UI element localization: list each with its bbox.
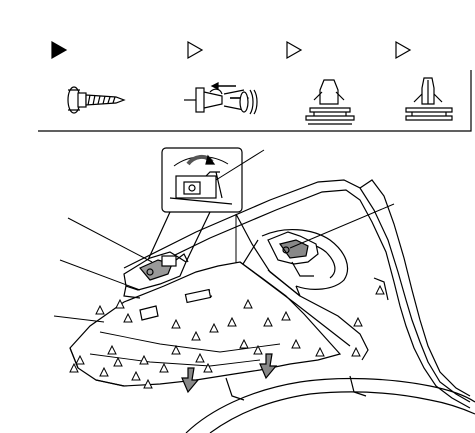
removal-arrows (181, 353, 278, 394)
callout-leaders (53, 149, 395, 323)
rear-body-lower (185, 377, 475, 433)
panel-clip-markers (69, 284, 385, 389)
outline-triangle-marker-3 (395, 40, 412, 60)
legend-frame (38, 70, 472, 132)
trunk-lid-outer (123, 179, 471, 403)
push-clip-removal-icon (184, 82, 258, 115)
outline-triangle-marker-2 (286, 40, 303, 60)
detail-inset (147, 147, 243, 263)
removal-arrow-left (181, 367, 200, 394)
leader-right-upper (289, 203, 395, 249)
removal-arrow-right (259, 353, 278, 380)
fastener-legend (38, 40, 472, 132)
leader-left-upper (67, 217, 153, 263)
filled-triangle-marker (51, 40, 68, 60)
latch-mechanism-left (123, 251, 189, 299)
screw-bolt-icon (67, 86, 126, 114)
trim-panel-outline (69, 261, 342, 387)
trim-clip-side-view-icon (405, 77, 453, 121)
inset-connector (147, 211, 211, 263)
leader-left-lower (53, 315, 105, 323)
inner-frame-opening (235, 213, 369, 361)
leader-detail-inset (215, 149, 265, 181)
outline-triangle-marker-1 (187, 40, 204, 60)
latch-mechanism-right (267, 231, 319, 277)
trim-clip-icon (305, 79, 355, 125)
leader-left-middle (59, 259, 141, 291)
trunk-lid-assembly (69, 179, 475, 433)
